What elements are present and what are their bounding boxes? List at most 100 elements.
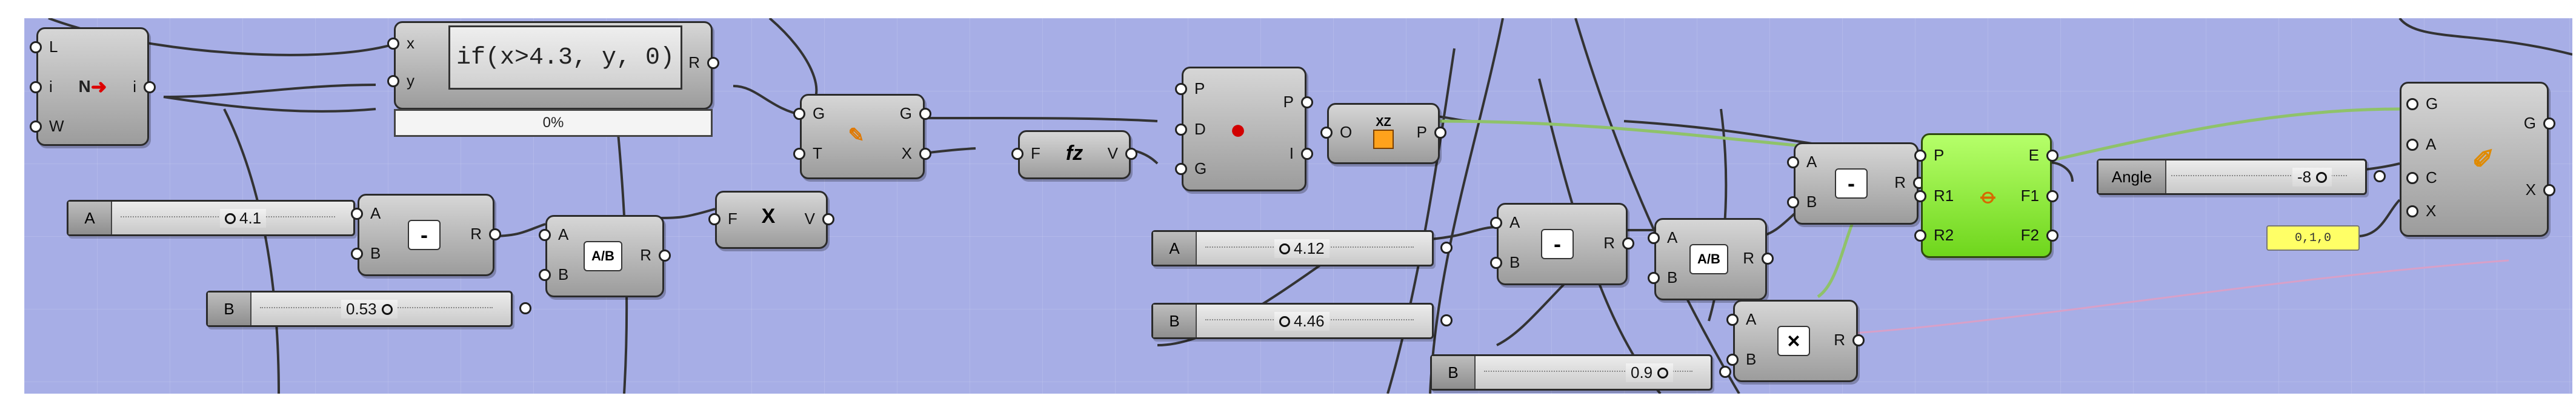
slider-name: Angle (2098, 160, 2166, 193)
division-component[interactable]: A B A/B R (1647, 218, 1774, 300)
output-port-p[interactable]: P (1416, 123, 1447, 141)
input-port-a[interactable]: A (538, 225, 569, 243)
subtraction-component[interactable]: A B - R (350, 194, 501, 276)
output-port-f1[interactable]: F1 (2020, 187, 2059, 205)
input-port-p[interactable]: P (1914, 146, 1945, 164)
wire (163, 96, 376, 113)
highlight-wire (2023, 107, 2400, 168)
fz-component[interactable]: F fz V (1011, 130, 1138, 179)
input-port-f[interactable]: F (1011, 144, 1040, 162)
number-icon-label: N (78, 77, 91, 96)
input-port-g[interactable]: G (2406, 94, 2438, 113)
slider-b1[interactable]: B 0.53 (206, 291, 531, 327)
slider-name: A (68, 202, 112, 234)
output-port-r[interactable]: R (640, 246, 671, 264)
number-component[interactable]: L i W N➜ i (28, 27, 155, 146)
input-port-x[interactable]: x (387, 34, 414, 52)
input-port-b[interactable]: B (1726, 350, 1757, 368)
input-port-b[interactable]: B (538, 265, 569, 283)
input-port-g[interactable]: G (793, 104, 825, 122)
input-port-a[interactable]: A (350, 204, 381, 222)
input-port-a[interactable]: A (1726, 310, 1757, 328)
output-port-g[interactable]: G (2523, 114, 2556, 132)
slider-a2[interactable]: A 4.12 (1151, 230, 1453, 266)
xz-plane-component[interactable]: O XZ P (1320, 103, 1447, 164)
input-port-p[interactable]: P (1174, 79, 1205, 98)
plane-icon-label: XZ (1376, 115, 1391, 129)
populate-component[interactable]: P D G ● P I (1174, 67, 1314, 191)
subtraction-component[interactable]: A B - R (1786, 142, 1925, 225)
input-port-a[interactable]: A (1489, 213, 1520, 231)
output-port-g[interactable]: G (899, 104, 932, 122)
input-port-b[interactable]: B (1489, 253, 1520, 271)
division-icon: A/B (584, 241, 622, 271)
wire (2398, 18, 2572, 56)
slider-b2[interactable]: B 4.46 (1151, 303, 1453, 339)
slider-name: B (1432, 356, 1476, 389)
wire (1386, 48, 1456, 394)
wire (1429, 18, 1504, 394)
input-port-y[interactable]: y (387, 71, 414, 90)
plane-icon: XZ (1365, 111, 1402, 153)
slider-angle[interactable]: Angle -8 (2097, 159, 2386, 195)
slider-value: -8 (2292, 168, 2332, 187)
output-port-x[interactable]: X (901, 144, 932, 162)
pink-wire (1854, 259, 2509, 334)
division-icon: A/B (1689, 244, 1728, 274)
vector-panel[interactable]: 0,1,0 (2266, 225, 2360, 251)
input-port-g[interactable]: G (1174, 159, 1207, 177)
slider-a1[interactable]: A 4.1 (67, 200, 374, 236)
input-port-a[interactable]: A (2406, 135, 2437, 153)
input-port-r2[interactable]: R2 (1914, 226, 1954, 244)
evaluate-curve-component[interactable]: G T ✎ G X (793, 94, 932, 179)
input-port-b[interactable]: B (1786, 193, 1817, 211)
rotate-axis-component[interactable]: G A C X ✐ G X (2400, 82, 2556, 237)
input-port-a[interactable]: A (1786, 153, 1817, 171)
populate-icon: ● (1230, 113, 1246, 145)
output-port-v[interactable]: V (804, 210, 835, 228)
output-port-f2[interactable]: F2 (2020, 226, 2059, 244)
expression-text[interactable]: if(x>4.3, y, 0) (448, 25, 682, 90)
output-port-r[interactable]: R (1743, 249, 1774, 267)
graph-icon: X (761, 204, 776, 228)
input-port-t[interactable]: T (793, 144, 822, 162)
input-port-b[interactable]: B (1647, 268, 1678, 286)
minus-icon: - (1541, 229, 1574, 259)
input-port-r1[interactable]: R1 (1914, 187, 1954, 205)
definition-canvas[interactable]: L i W N➜ i x y R if(x>4.3, y, 0) 0% A 4.… (24, 18, 2572, 394)
slider-name: B (1153, 305, 1197, 337)
output-port-i[interactable]: i (133, 78, 155, 96)
input-port-b[interactable]: B (350, 244, 381, 262)
slider-value: 0.53 (341, 300, 398, 319)
output-port-r[interactable]: R (688, 53, 719, 71)
output-port-r[interactable]: R (1894, 173, 1925, 191)
wire (2357, 199, 2401, 237)
graph-mapper-component[interactable]: F X V (708, 191, 835, 249)
output-port-p[interactable]: P (1283, 93, 1314, 111)
output-port-x[interactable]: X (2525, 180, 2556, 199)
slider-track[interactable] (1484, 371, 1692, 373)
input-port-w[interactable]: W (30, 117, 64, 135)
output-port-r[interactable]: R (1834, 331, 1865, 349)
input-port-l[interactable]: L (28, 38, 58, 56)
output-port-e[interactable]: E (2028, 146, 2059, 164)
wire (2048, 161, 2074, 182)
division-component[interactable]: A B A/B R (538, 215, 671, 297)
input-port-i[interactable]: i (30, 78, 53, 96)
slider-b3[interactable]: B 0.9 (1430, 354, 1731, 391)
input-port-x[interactable]: X (2406, 202, 2437, 220)
output-port-r[interactable]: R (470, 225, 501, 243)
input-port-a[interactable]: A (1647, 228, 1678, 246)
subtraction-component[interactable]: A B - R (1489, 203, 1634, 285)
output-port-v[interactable]: V (1107, 144, 1138, 162)
input-port-d[interactable]: D (1175, 120, 1206, 138)
rotate-axis-icon: ✐ (2472, 144, 2495, 174)
output-port-i[interactable]: I (1289, 144, 1314, 162)
input-port-o[interactable]: O (1320, 123, 1353, 141)
slider-track[interactable] (2171, 175, 2347, 177)
input-port-c[interactable]: C (2406, 168, 2437, 187)
output-port-r[interactable]: R (1603, 234, 1634, 252)
multiplication-component[interactable]: A B × R (1726, 300, 1865, 382)
input-port-f[interactable]: F (708, 210, 737, 228)
rotate-component[interactable]: P R1 R2 ⦵ E F1 F2 (1914, 133, 2059, 258)
